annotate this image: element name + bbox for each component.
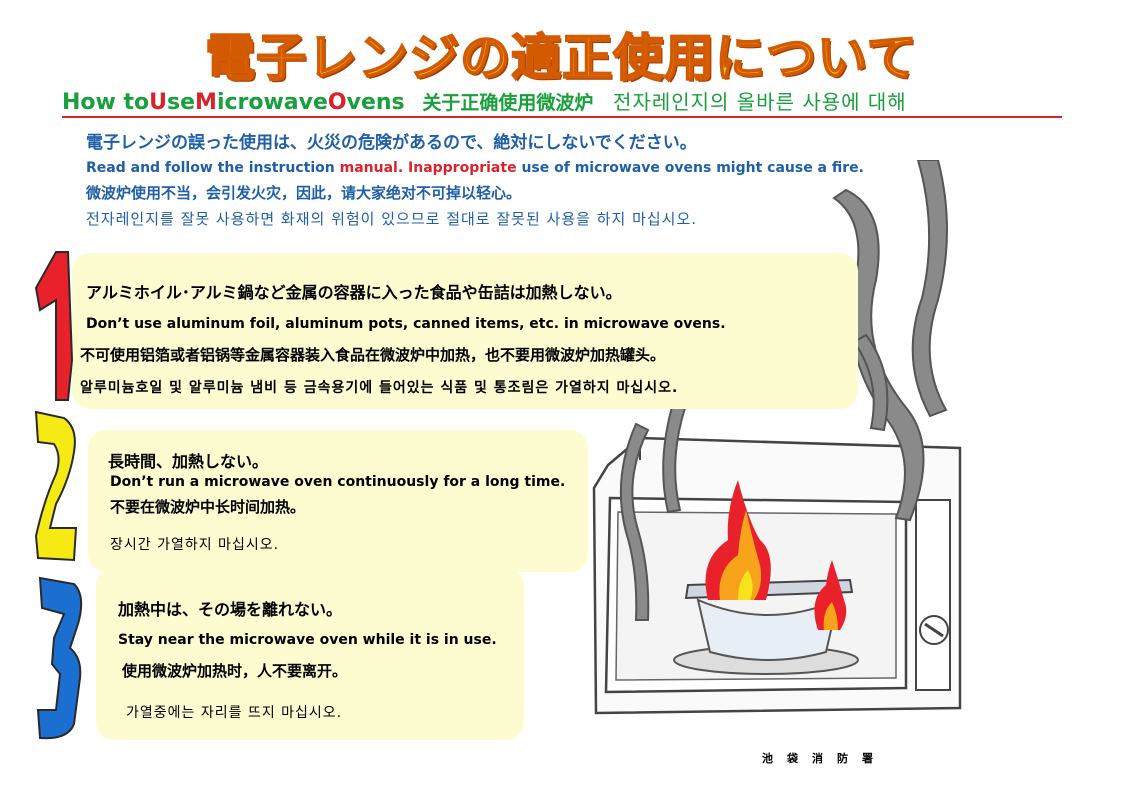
item-3-chinese: 使用微波炉加热时，人不要离开。 [122,662,348,680]
item-box-2: 長時間、加熱しない。 Don’t run a microwave oven co… [88,430,588,572]
item-box-1: アルミホイル･アルミ鍋など金属の容器に入った食品や缶詰は加熱しない。 Don’t… [72,253,858,409]
item-1-japanese: アルミホイル･アルミ鍋など金属の容器に入った食品や缶詰は加熱しない。 [86,283,622,302]
item-2-chinese: 不要在微波炉中长时间加热。 [110,498,306,516]
item-3-english: Stay near the microwave oven while it is… [118,632,497,648]
numeral-1-icon [34,251,74,401]
item-box-3: 加熱中は、その場を離れない。 Stay near the microwave o… [96,568,524,740]
numeral-3-icon [36,576,83,740]
item-1-chinese: 不可使用铝箔或者铝锅等金属容器装入食品在微波炉中加热，也不要用微波炉加热罐头。 [80,346,666,364]
item-2-english: Don’t run a microwave oven continuously … [110,474,566,490]
warning-chinese: 微波炉使用不当，会引发火灾，因此，请大家绝对不可掉以轻心。 [86,184,522,202]
microwave-fire-illustration [592,160,962,715]
subtitle-english: How to Use Microwave Ovens [62,90,405,115]
warning-japanese: 電子レンジの誤った使用は、火災の危険があるので、絶対にしないでください。 [86,133,697,153]
smoke-icon [619,160,948,621]
warning-english: Read and follow the instruction manual. … [86,160,864,176]
fire-station-name: 池袋消防署 [762,752,887,765]
fire-icon [705,480,847,630]
item-2-japanese: 長時間、加熱しない。 [108,452,269,471]
page-title: 電子レンジの適正使用について [204,28,918,88]
item-1-korean: 알루미늄호일 및 알루미늄 냄비 등 금속용기에 들어있는 식품 및 통조림은 … [80,380,679,396]
item-3-korean: 가열중에는 자리를 뜨지 마십시오. [126,705,343,721]
item-3-japanese: 加熱中は、その場を離れない。 [118,600,343,619]
item-1-english: Don’t use aluminum foil, aluminum pots, … [86,316,726,332]
warning-korean: 전자레인지를 잘못 사용하면 화재의 위험이 있으므로 절대로 잘못된 사용을 … [86,210,698,228]
item-2-korean: 장시간 가열하지 마십시오. [110,537,280,553]
subtitle-chinese: 关于正确使用微波炉 [422,92,594,114]
subtitle-row: How to Use Microwave Ovens 关于正确使用微波炉 전자레… [62,86,1062,118]
subtitle-korean: 전자레인지의 올바른 사용에 대해 [613,90,907,114]
numeral-2-icon [34,410,78,562]
